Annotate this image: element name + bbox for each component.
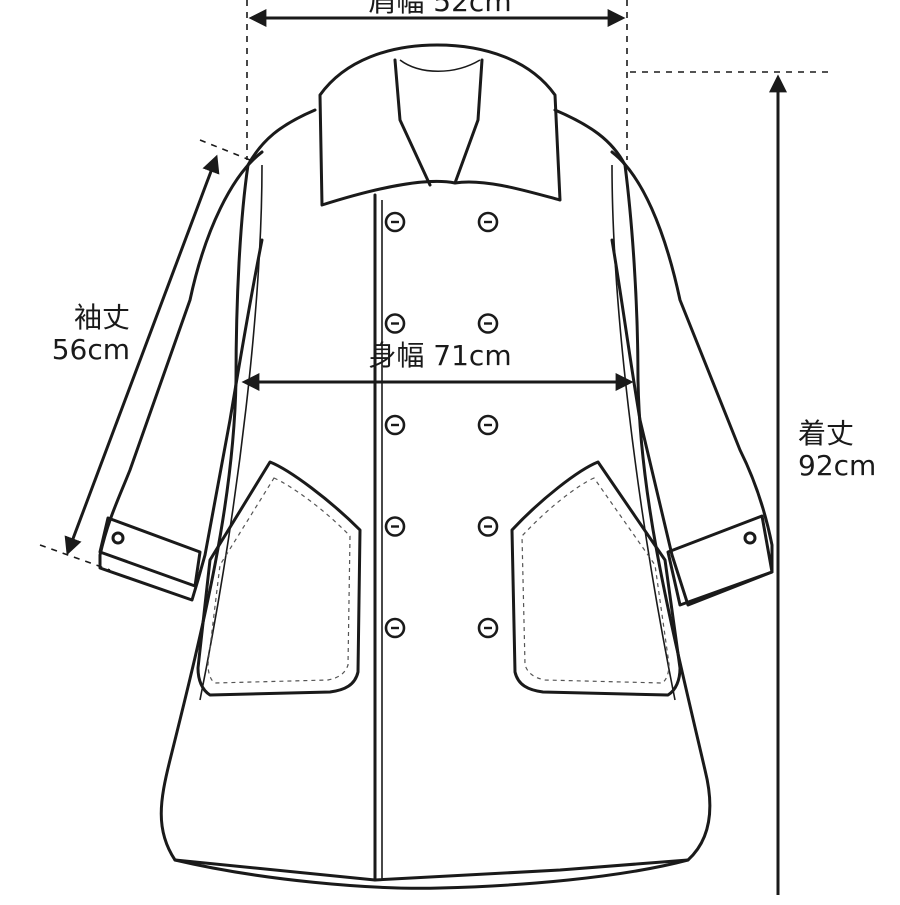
guide-lines [39, 0, 830, 571]
coat-button [384, 414, 406, 436]
right-cuff [666, 514, 774, 607]
coat-button [477, 414, 499, 436]
left-pocket [196, 460, 362, 697]
collar-inner-left [393, 58, 432, 187]
body-width-name: 身幅 [368, 339, 425, 372]
coat-button [477, 617, 499, 639]
right-pocket [510, 460, 682, 697]
sleeve-length-name: 袖丈 [73, 301, 130, 334]
coat-button [477, 516, 499, 537]
coat-outline [98, 43, 774, 890]
coat-button [384, 313, 406, 334]
total-length-name: 着丈 [798, 417, 855, 450]
right-sleeve [610, 150, 774, 607]
left-pocket-stitch [207, 477, 351, 684]
pockets [196, 460, 682, 697]
total-length-value: 92cm [798, 449, 877, 483]
coat-body [159, 108, 712, 882]
left-sleeve [98, 150, 264, 602]
front-buttons [384, 211, 499, 639]
sleeve-length-label: 袖丈 56cm [20, 301, 130, 367]
coat-button [477, 211, 499, 233]
coat-button [384, 617, 406, 639]
sleeve-top-guide [199, 139, 251, 161]
sleeve-length-value: 56cm [51, 333, 130, 367]
right-side-seam [611, 164, 676, 701]
total-length-label: 着丈 92cm [798, 417, 898, 483]
shoulder-width-label: 肩幅 52cm [340, 0, 540, 18]
neck-line [399, 59, 481, 73]
coat-button [384, 516, 406, 537]
coat-button [384, 211, 406, 233]
shoulder-width-value: 52cm [433, 0, 512, 18]
coat-hem [173, 858, 690, 890]
right-cuff-button [743, 531, 757, 545]
shoulder-width-name: 肩幅 [368, 0, 425, 18]
coat-collar [318, 43, 562, 207]
sleeve-bottom-guide [39, 544, 111, 571]
body-width-value: 71cm [433, 339, 512, 372]
coat-button [477, 313, 499, 334]
left-side-seam [199, 164, 263, 701]
body-width-label: 身幅 71cm [340, 339, 540, 372]
collar-inner-right [453, 58, 484, 185]
sleeve-length-arrow [64, 154, 220, 556]
left-cuff-button [111, 531, 125, 545]
left-cuff [98, 516, 202, 588]
right-pocket-stitch [521, 477, 670, 684]
